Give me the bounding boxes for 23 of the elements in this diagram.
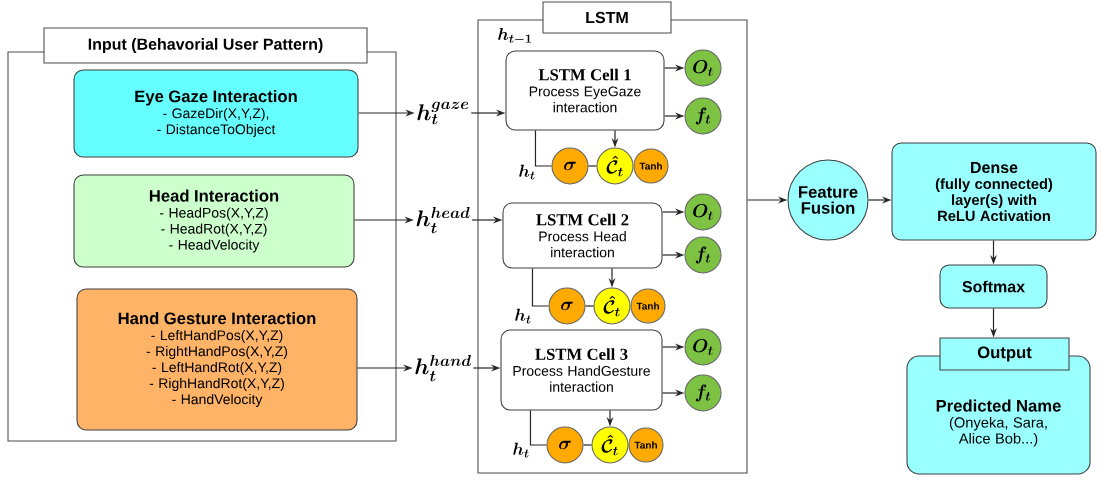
connector-line bbox=[582, 444, 593, 446]
connector-line bbox=[534, 129, 553, 167]
lstm-cell-box: LSTM Cell 1 Process EyeGaze interaction bbox=[505, 50, 665, 131]
layer-box: Dense (fully connected) layer(s) with ReLU Activation bbox=[891, 142, 1097, 241]
hidden-state-label: $h_t^{head}$ bbox=[416, 206, 470, 234]
input-box: Head Interaction - HeadPos(X,Y,Z) - HeadRot(X,Y,Z) - HeadVelocity bbox=[73, 174, 355, 268]
state-label: $h_t$ bbox=[515, 308, 531, 324]
lstm-cell-box: LSTM Cell 3 Process HandGesture interaction bbox=[500, 329, 663, 411]
lstm-cell-box: LSTM Cell 2 Process Head interaction bbox=[502, 202, 663, 269]
connector-line bbox=[531, 267, 550, 307]
state-label: $h_t$ bbox=[519, 164, 535, 180]
input-box: Eye Gaze Interaction - GazeDir(X,Y,Z), - DistanceToObject bbox=[73, 69, 359, 158]
hidden-state-label: $h_t^{gaze}$ bbox=[417, 101, 469, 125]
input-box: Hand Gesture Interaction - LeftHandPos(X,Y,Z) - RightHandPos(X,Y,Z) - LeftHandRot(X,Y,Z) - RighHandRot(X,Y,Z) - HandVelocity bbox=[76, 288, 358, 431]
hidden-state-label: $h_t^{hand}$ bbox=[415, 354, 471, 382]
connector-line bbox=[587, 165, 598, 167]
connector-line bbox=[584, 305, 595, 307]
state-label: $h_t$ bbox=[513, 442, 529, 458]
connector-line bbox=[529, 409, 548, 446]
state-label: $h_{t-1}$ bbox=[498, 27, 531, 43]
node-label: Input (Behavorial User Pattern) bbox=[88, 38, 323, 53]
layer-box: Softmax bbox=[939, 264, 1048, 309]
output-box: Output Predicted Name (Onyeka, Sara, Alice Bob...) bbox=[906, 337, 1091, 475]
